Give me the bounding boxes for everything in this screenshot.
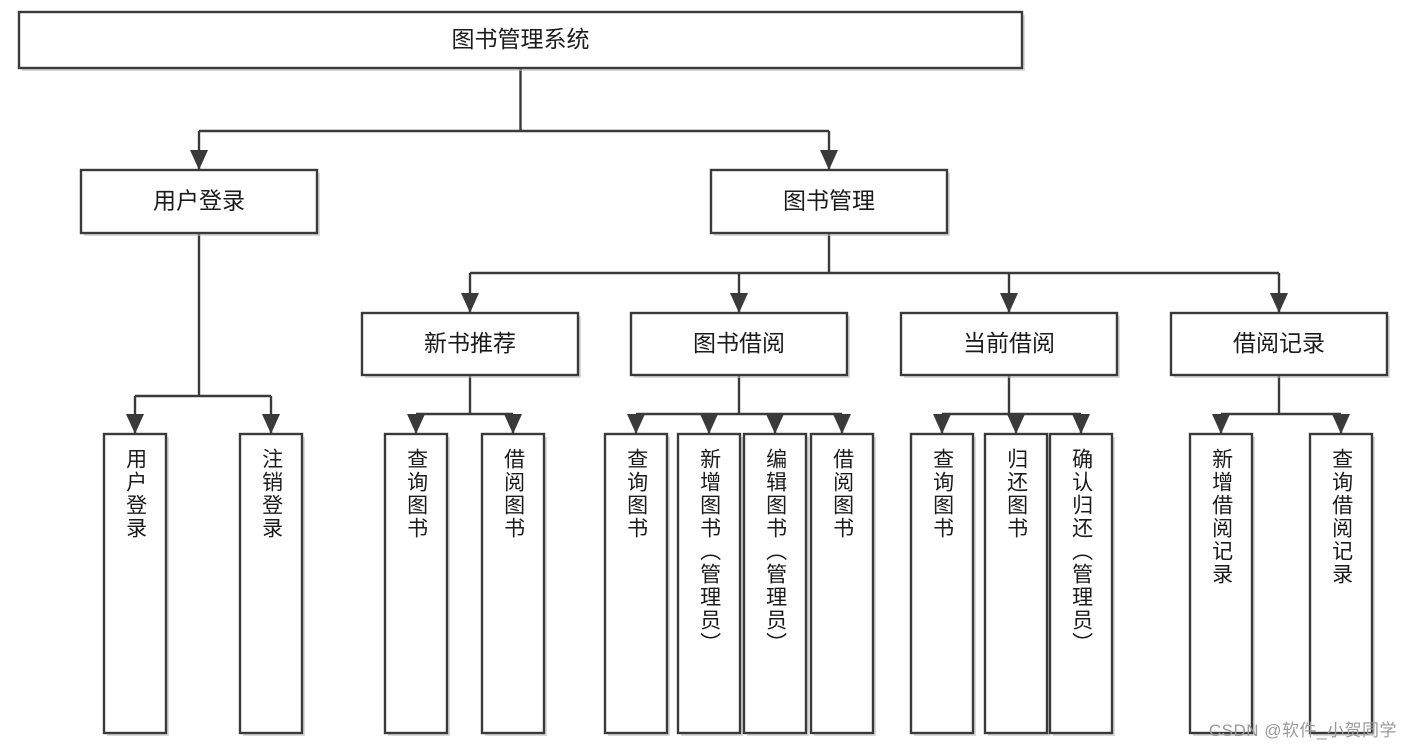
leaf-borrow-record-arrow-0	[1212, 414, 1230, 434]
node-box-leaf-query-record[interactable]	[1308, 432, 1374, 735]
node-leaf-borrow-book-1[interactable]	[480, 432, 547, 736]
node-box-leaf-return-book[interactable]	[983, 432, 1049, 735]
node-leaf-query-record[interactable]	[1308, 432, 1375, 736]
node-leaf-return-book[interactable]	[983, 432, 1050, 736]
leaf-current-borrow-arrow-1	[1007, 414, 1025, 434]
node-leaf-borrow-book-2[interactable]	[809, 432, 876, 736]
node-leaf-add-book[interactable]	[676, 432, 743, 736]
node-label-root: 图书管理系统	[452, 26, 590, 52]
node-current-borrow[interactable]: 当前借阅	[899, 311, 1120, 378]
leaf-new-book-recommend-arrow-1	[504, 414, 522, 434]
node-user-login[interactable]: 用户登录	[79, 168, 320, 236]
node-label-current-borrow: 当前借阅	[963, 330, 1055, 356]
node-box-leaf-confirm-return[interactable]	[1048, 432, 1114, 735]
node-root[interactable]: 图书管理系统	[17, 10, 1025, 71]
node-leaf-logout[interactable]	[238, 432, 305, 736]
node-borrow-record[interactable]: 借阅记录	[1169, 311, 1390, 378]
leaf-current-borrow-arrow-0	[933, 414, 951, 434]
node-box-leaf-borrow-book-1[interactable]	[480, 432, 546, 735]
node-box-root[interactable]	[17, 10, 1024, 70]
node-box-leaf-user-login[interactable]	[102, 432, 168, 735]
node-box-leaf-add-book[interactable]	[676, 432, 742, 735]
node-book-borrow[interactable]: 图书借阅	[629, 311, 850, 378]
leaf-book-borrow-arrow-2	[766, 414, 784, 434]
node-leaf-add-record[interactable]	[1188, 432, 1255, 736]
root-arrow-0	[190, 150, 208, 170]
node-box-book-manage[interactable]	[709, 168, 949, 235]
node-label-new-book-recommend: 新书推荐	[424, 330, 516, 356]
leaf-borrow-record-arrow-1	[1332, 414, 1350, 434]
node-box-leaf-borrow-book-2[interactable]	[809, 432, 875, 735]
node-box-leaf-query-book-2[interactable]	[603, 432, 669, 735]
leaf-book-borrow-arrow-3	[833, 414, 851, 434]
node-leaf-query-book-2[interactable]	[603, 432, 670, 736]
node-leaf-query-book-1[interactable]	[383, 432, 450, 736]
node-box-leaf-edit-book[interactable]	[742, 432, 808, 735]
node-box-book-borrow[interactable]	[629, 311, 849, 377]
book-manage-arrow-3	[1270, 293, 1288, 313]
node-label-user-login: 用户登录	[153, 188, 245, 214]
node-box-leaf-query-book-3[interactable]	[909, 432, 975, 735]
book-manage-arrow-1	[730, 293, 748, 313]
leaf-new-book-recommend-arrow-0	[407, 414, 425, 434]
watermark-text: CSDN @软件_小贺同学	[1208, 721, 1397, 740]
leaf-current-borrow-arrow-2	[1072, 414, 1090, 434]
book-manage-arrow-0	[461, 293, 479, 313]
node-leaf-edit-book[interactable]	[742, 432, 809, 736]
book-manage-arrow-2	[1000, 293, 1018, 313]
leaf-user-login-arrow-1	[262, 414, 280, 434]
connector-layer	[126, 68, 1350, 434]
node-box-new-book-recommend[interactable]	[360, 311, 580, 377]
node-box-borrow-record[interactable]	[1169, 311, 1389, 377]
node-leaf-user-login[interactable]	[102, 432, 169, 736]
node-box-leaf-logout[interactable]	[238, 432, 304, 735]
node-label-book-manage: 图书管理	[783, 188, 875, 214]
node-leaf-query-book-3[interactable]	[909, 432, 976, 736]
root-arrow-1	[820, 150, 838, 170]
node-label-book-borrow: 图书借阅	[693, 330, 785, 356]
node-leaf-confirm-return[interactable]	[1048, 432, 1115, 736]
node-box-leaf-add-record[interactable]	[1188, 432, 1254, 735]
node-box-user-login[interactable]	[79, 168, 319, 235]
node-book-manage[interactable]: 图书管理	[709, 168, 950, 236]
node-label-borrow-record: 借阅记录	[1233, 330, 1325, 356]
node-new-book-recommend[interactable]: 新书推荐	[360, 311, 581, 378]
node-box-leaf-query-book-1[interactable]	[383, 432, 449, 735]
leaf-book-borrow-arrow-0	[627, 414, 645, 434]
leaf-book-borrow-arrow-1	[700, 414, 718, 434]
node-box-current-borrow[interactable]	[899, 311, 1119, 377]
leaf-user-login-arrow-0	[126, 414, 144, 434]
